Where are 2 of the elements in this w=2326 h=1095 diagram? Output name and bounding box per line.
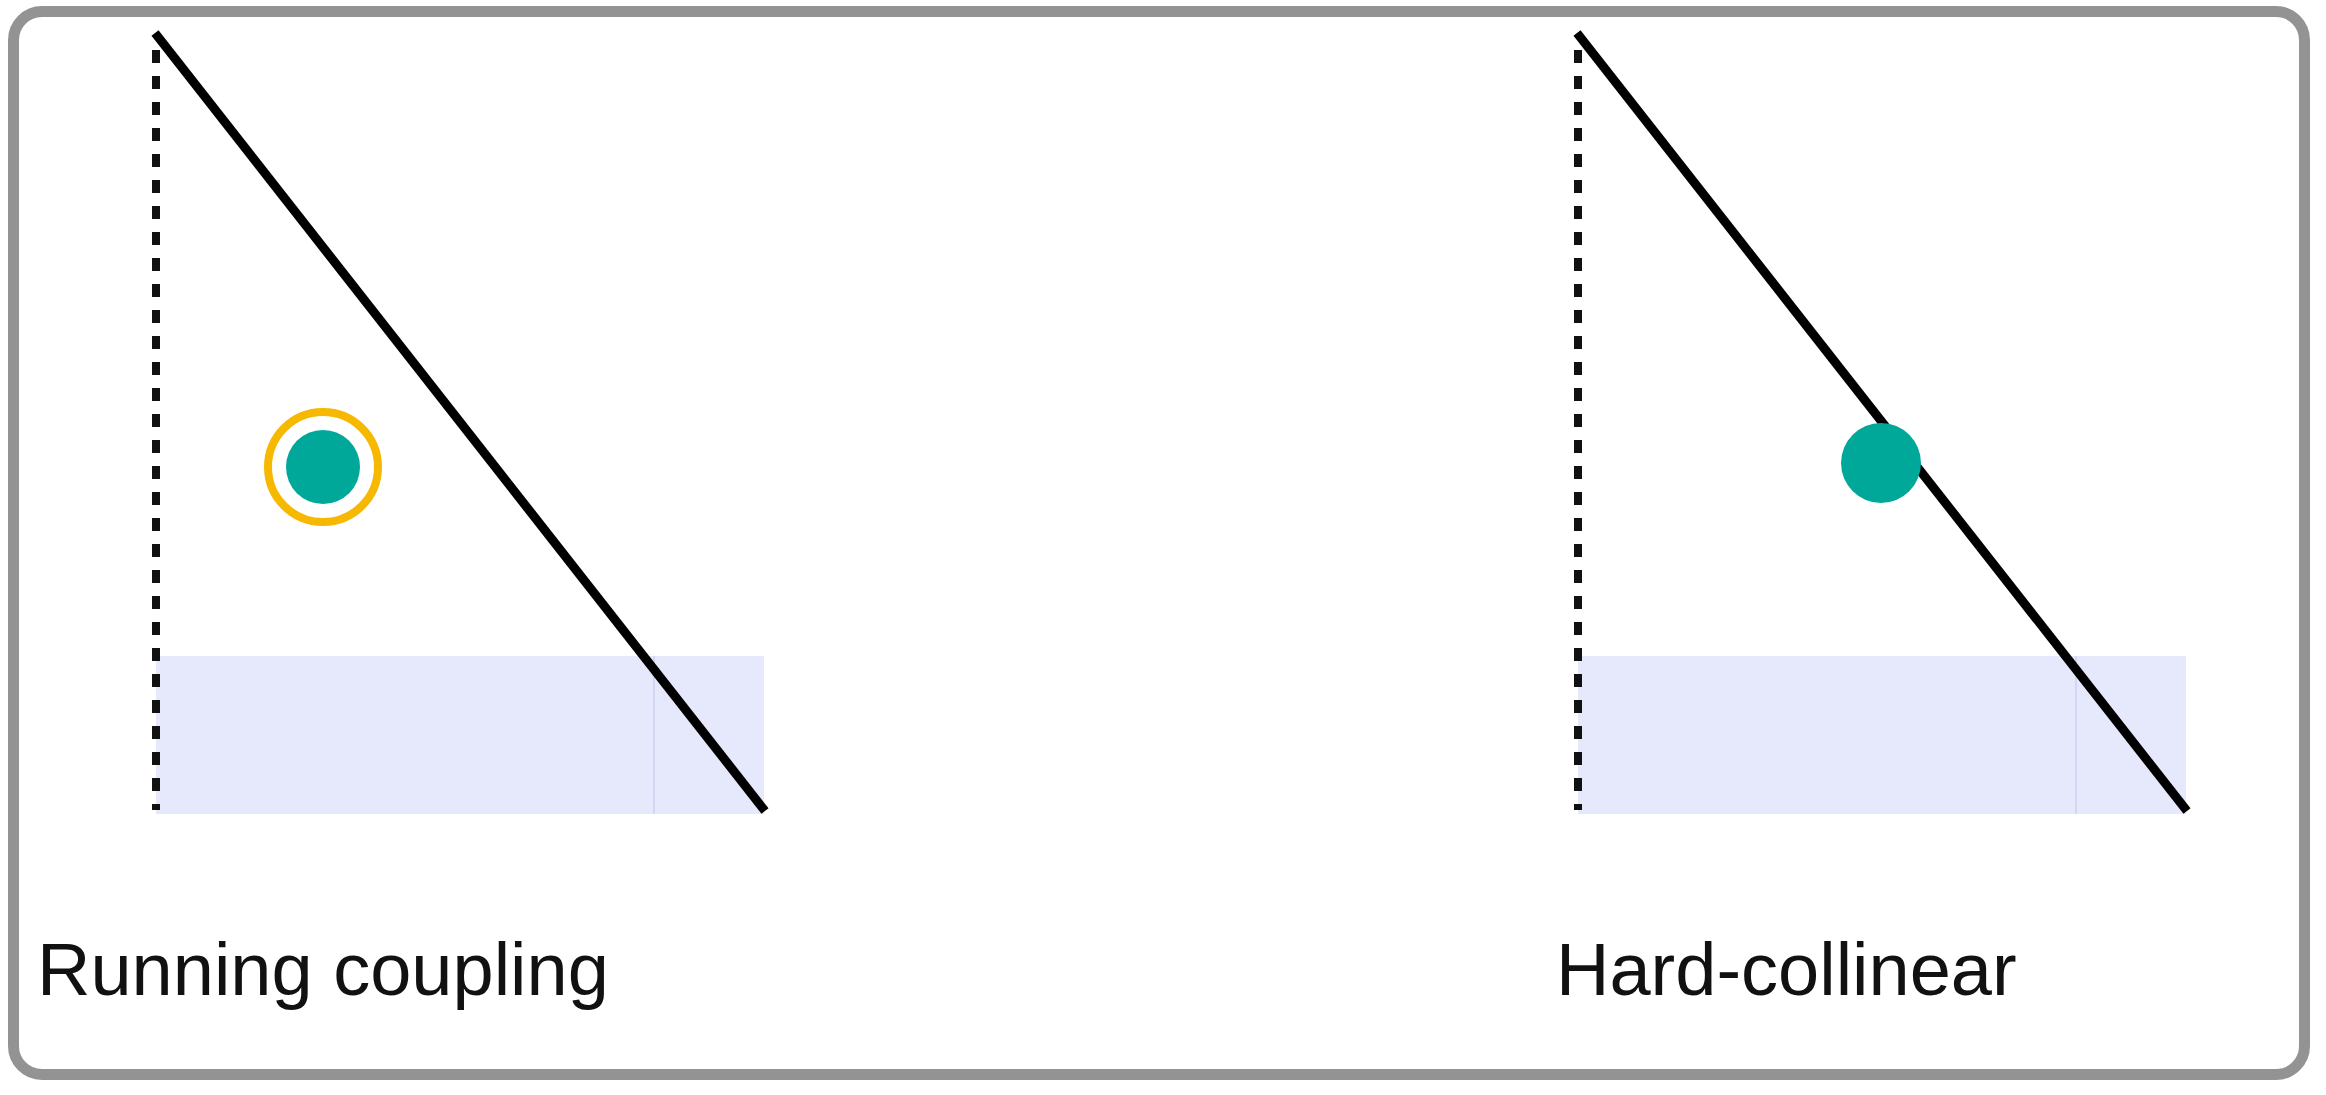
panel-caption: Hard-collinear: [1556, 927, 2017, 1013]
panel-caption: Running coupling: [37, 927, 609, 1013]
